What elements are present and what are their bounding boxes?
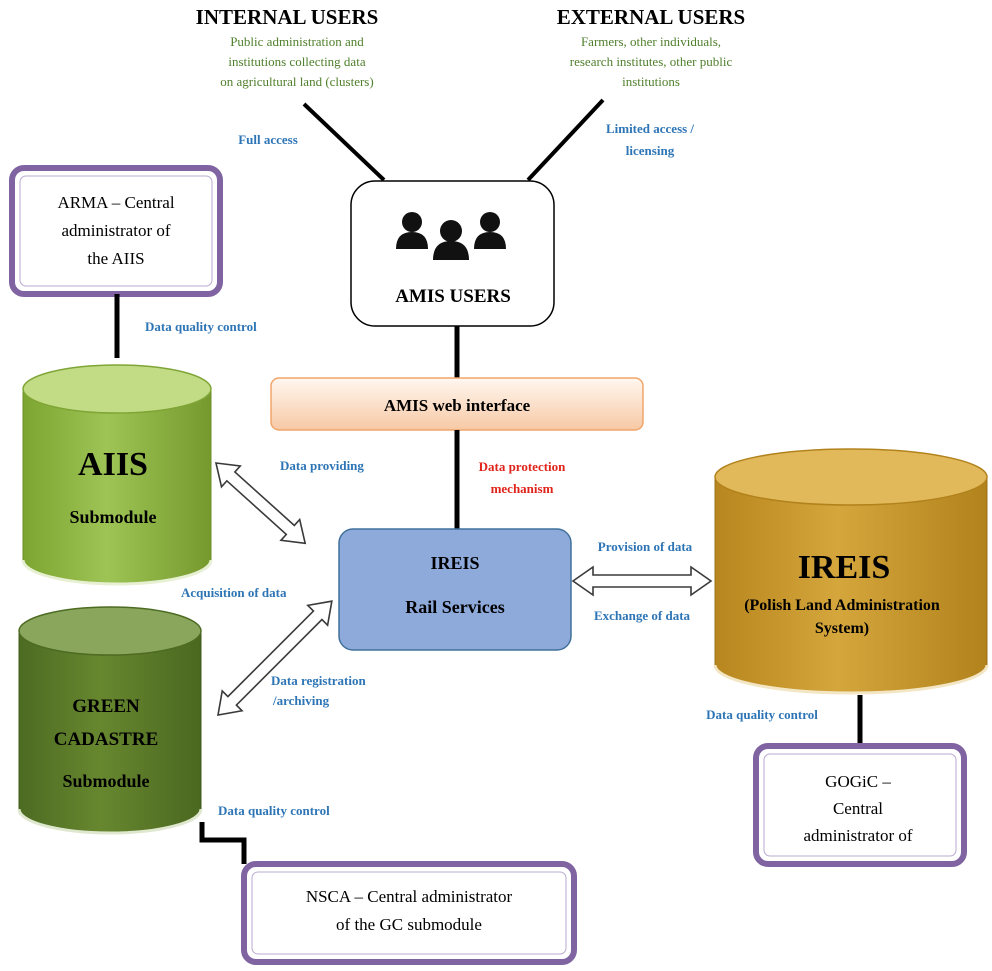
- rail-ireis-arrow: [571, 565, 713, 597]
- data-protection-label-2: mechanism: [491, 481, 554, 496]
- full-access-label: Full access: [238, 132, 298, 147]
- external-users-connector: [526, 98, 605, 182]
- external-users-desc-2: research institutes, other public: [570, 54, 733, 69]
- rail-subtitle: Rail Services: [405, 597, 504, 617]
- exchange-label: Exchange of data: [594, 608, 691, 623]
- gogic-text-1: GOGiC –: [825, 772, 891, 791]
- dq-label-bottom: Data quality control: [218, 803, 330, 818]
- nsca-box: [241, 861, 577, 965]
- users-group-icon: [396, 212, 506, 260]
- rail-title: IREIS: [430, 553, 479, 573]
- internal-users-title: INTERNAL USERS: [196, 5, 379, 29]
- ireis-subtitle-1: (Polish Land Administration: [744, 597, 940, 614]
- external-users-title: EXTERNAL USERS: [557, 5, 745, 29]
- nsca-text-1: NSCA – Central administrator: [306, 887, 513, 906]
- rail-services-box: [338, 528, 572, 651]
- nsca-text-2: of the GC submodule: [336, 915, 482, 934]
- cadastre-rail-arrow: [217, 600, 333, 716]
- provision-label: Provision of data: [598, 539, 693, 554]
- internal-users-desc-3: on agricultural land (clusters): [220, 74, 373, 89]
- amis-users-label: AMIS USERS: [395, 286, 511, 307]
- green-cadastre-subtitle: Submodule: [62, 771, 149, 791]
- aiis-cylinder: [21, 364, 213, 586]
- internal-users-desc-1: Public administration and: [230, 34, 364, 49]
- arma-text-3: the AIIS: [87, 249, 144, 268]
- arma-text-2: administrator of: [61, 221, 170, 240]
- external-users-desc-3: institutions: [622, 74, 680, 89]
- acquisition-label: Acquisition of data: [181, 585, 287, 600]
- arma-text-1: ARMA – Central: [57, 193, 174, 212]
- green-cadastre-title-1: GREEN: [72, 696, 140, 717]
- aiis-subtitle: Submodule: [69, 507, 156, 527]
- internal-users-connector: [302, 102, 386, 182]
- dq-label-right: Data quality control: [706, 707, 818, 722]
- ireis-title: IREIS: [798, 549, 891, 586]
- external-users-desc-1: Farmers, other individuals,: [581, 34, 721, 49]
- gogic-text-3: administrator of: [803, 826, 912, 845]
- gogic-box: [753, 743, 967, 867]
- cadastre-to-nsca-connector: [199, 822, 247, 864]
- ireis-subtitle-2: System): [815, 620, 869, 637]
- limited-access-label-1: Limited access /: [606, 121, 694, 136]
- internal-users-desc-2: institutions collecting data: [228, 54, 365, 69]
- green-cadastre-title-2: CADASTRE: [54, 729, 159, 750]
- registration-label-1: Data registration: [271, 673, 366, 688]
- web-interface-label: AMIS web interface: [384, 396, 531, 415]
- aiis-title: AIIS: [78, 446, 148, 483]
- registration-label-2: /archiving: [272, 693, 330, 708]
- data-protection-label-1: Data protection: [479, 459, 567, 474]
- gogic-text-2: Central: [833, 799, 883, 818]
- green-cadastre-cylinder: [17, 606, 203, 835]
- dq-label-top: Data quality control: [145, 319, 257, 334]
- aiis-rail-arrow: [214, 462, 307, 545]
- ireis-cylinder: [713, 448, 989, 695]
- data-providing-label: Data providing: [280, 458, 364, 473]
- limited-access-label-2: licensing: [626, 143, 675, 158]
